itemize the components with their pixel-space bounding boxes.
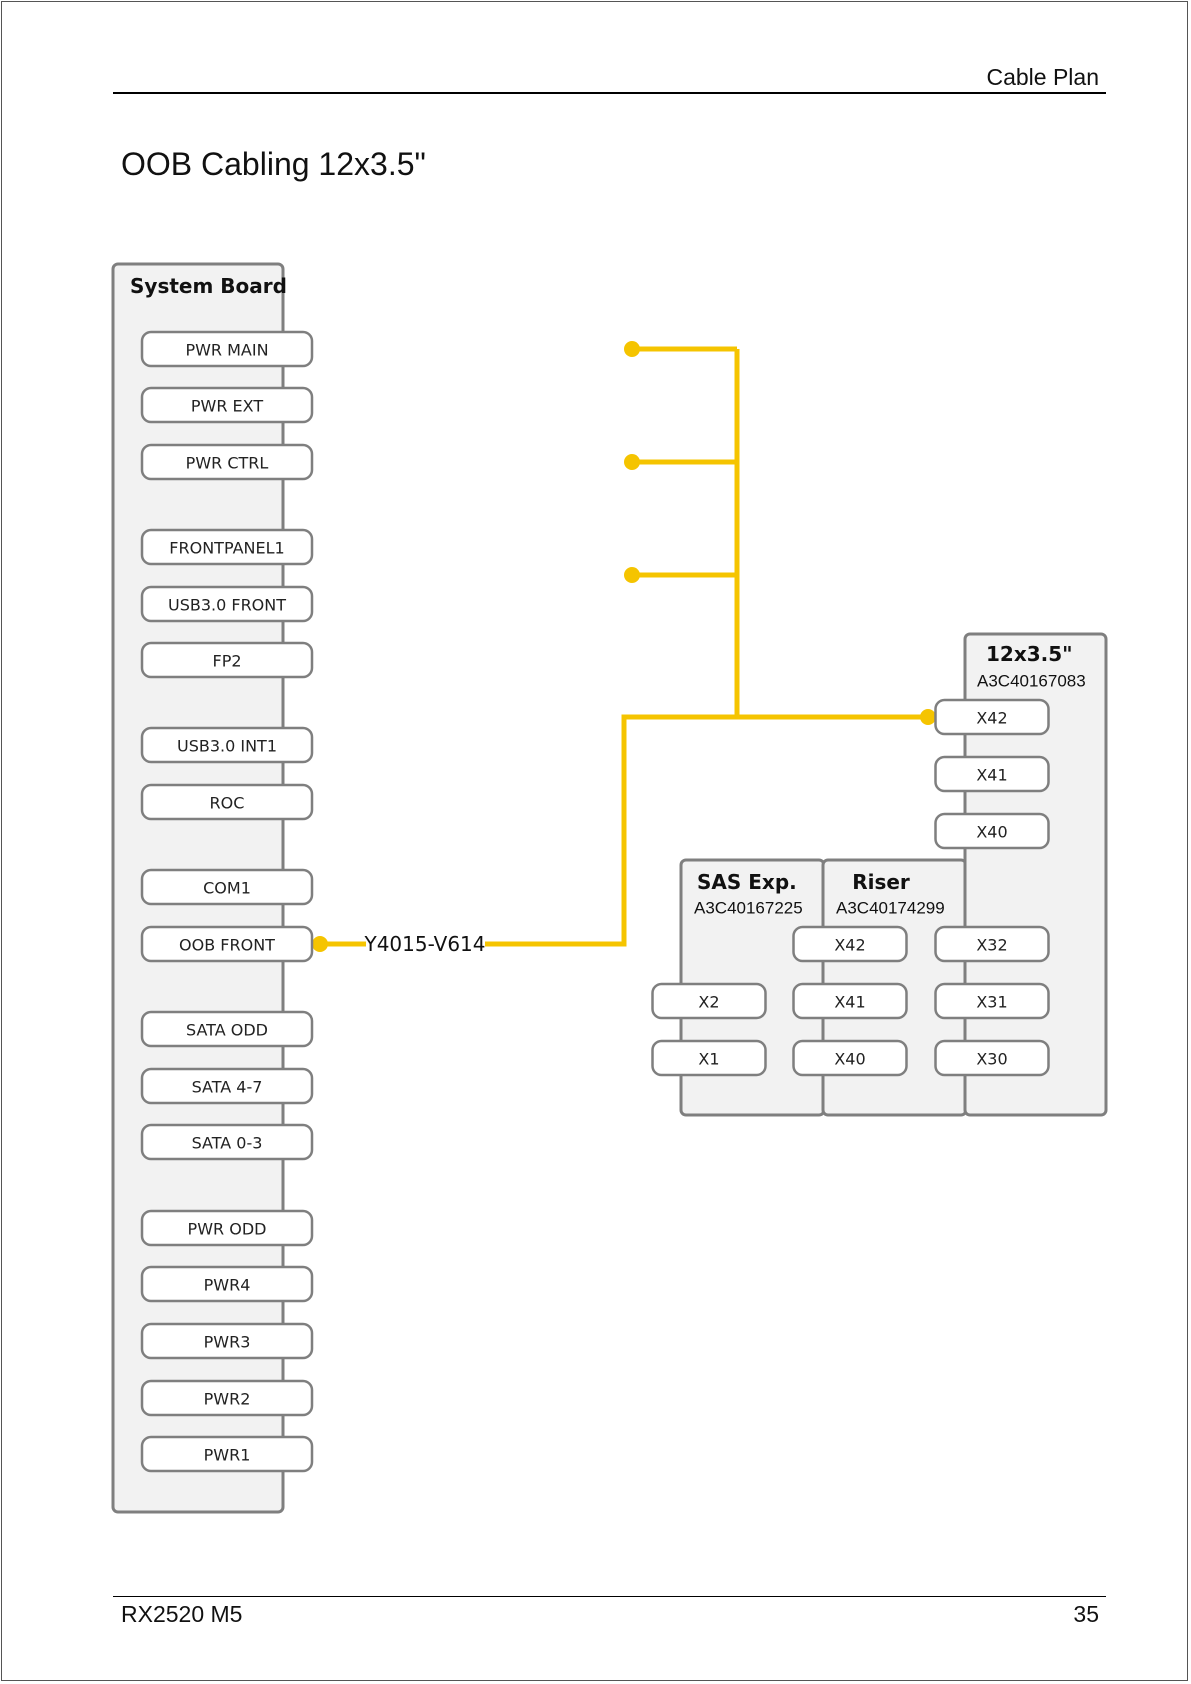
connector-sata-0-3 [140,1123,314,1161]
system-board-label: System Board [130,274,287,298]
cable-end-dot-x42 [920,709,936,725]
riser-label: Riser [852,870,910,894]
connector-pwr2-label: PWR2 [204,1390,251,1409]
connector-frontpanel1 [140,528,314,566]
riser-connector-x40-label: X40 [834,1050,865,1069]
connector-pwr-ext [140,386,314,424]
connector-roc [140,783,314,821]
connector-pwr3 [140,1322,314,1360]
backplane-connector-x42-label: X42 [976,709,1007,728]
backplane-part-number: A3C40167083 [977,672,1086,691]
connector-pwr-odd-label: PWR ODD [188,1220,267,1239]
sas-exp-part-number: A3C40167225 [694,899,803,918]
connector-fp2 [140,641,314,679]
backplane-connector-x31-label: X31 [976,993,1007,1012]
connector-pwr4-label: PWR4 [204,1276,251,1295]
connector-usb3-0-front [140,585,314,623]
backplane-connector-x31 [934,982,1050,1020]
connector-pwr1 [140,1435,314,1473]
connector-sata-odd-label: SATA ODD [186,1021,268,1040]
connector-usb3-0-int1-label: USB3.0 INT1 [177,737,277,756]
connector-roc-label: ROC [210,794,245,813]
footer-page-number: 35 [1073,1601,1099,1627]
cable-label: Y4015-V614 [363,932,485,956]
connector-usb3-0-front-label: USB3.0 FRONT [168,596,286,615]
backplane-connector-x41-label: X41 [976,766,1007,785]
backplane-connector-x40 [934,812,1050,850]
sas-exp-connector-x1-label: X1 [698,1050,719,1069]
connector-pwr-odd [140,1209,314,1247]
connector-com1 [140,868,314,906]
cable-end-dot-oob-front [312,936,328,952]
riser-connector-x42 [792,925,908,963]
connector-oob-front [140,925,314,963]
backplane-connector-x41 [934,755,1050,793]
connector-pwr-main [140,330,314,368]
sas-exp-connector-x1 [651,1039,767,1077]
backplane-connector-x32 [934,925,1050,963]
connector-pwr-ext-label: PWR EXT [191,397,263,416]
sas-exp-label: SAS Exp. [697,870,797,894]
footer-rule [113,1596,1106,1597]
backplane-connector-x42 [934,698,1050,736]
backplane-connector-x30-label: X30 [976,1050,1007,1069]
cable-branch-end-dot [624,567,640,583]
riser-connector-x40 [792,1039,908,1077]
connector-pwr1-label: PWR1 [204,1446,251,1465]
riser-connector-x41-label: X41 [834,993,865,1012]
backplane-connector-x32-label: X32 [976,936,1007,955]
connector-oob-front-label: OOB FRONT [179,936,275,955]
connector-pwr3-label: PWR3 [204,1333,251,1352]
sas-exp-connector-x2-label: X2 [698,993,719,1012]
connector-pwr4 [140,1265,314,1303]
connector-pwr-main-label: PWR MAIN [185,341,268,360]
connector-usb3-0-int1 [140,726,314,764]
connector-sata-4-7 [140,1067,314,1105]
header-rule [113,92,1106,94]
connector-com1-label: COM1 [203,879,251,898]
header-title: Cable Plan [986,64,1099,90]
riser-connector-x41 [792,982,908,1020]
connector-fp2-label: FP2 [212,652,241,671]
backplane-connector-x40-label: X40 [976,823,1007,842]
connector-pwr-ctrl [140,443,314,481]
cable-main-run [485,714,928,947]
connector-sata-odd [140,1010,314,1048]
connector-pwr-ctrl-label: PWR CTRL [186,454,269,473]
connector-pwr2 [140,1379,314,1417]
page-heading: OOB Cabling 12x3.5" [121,146,426,182]
connector-sata-4-7-label: SATA 4-7 [192,1078,263,1097]
riser-connector-x42-label: X42 [834,936,865,955]
backplane-connector-x30 [934,1039,1050,1077]
connector-frontpanel1-label: FRONTPANEL1 [169,539,284,558]
footer-model: RX2520 M5 [121,1601,243,1627]
sas-exp-connector-x2 [651,982,767,1020]
cable-branch-end-dot [624,341,640,357]
cable-branch-end-dot [624,454,640,470]
backplane-label: 12x3.5" [986,642,1073,666]
connector-sata-0-3-label: SATA 0-3 [192,1134,263,1153]
riser-part-number: A3C40174299 [836,899,945,918]
